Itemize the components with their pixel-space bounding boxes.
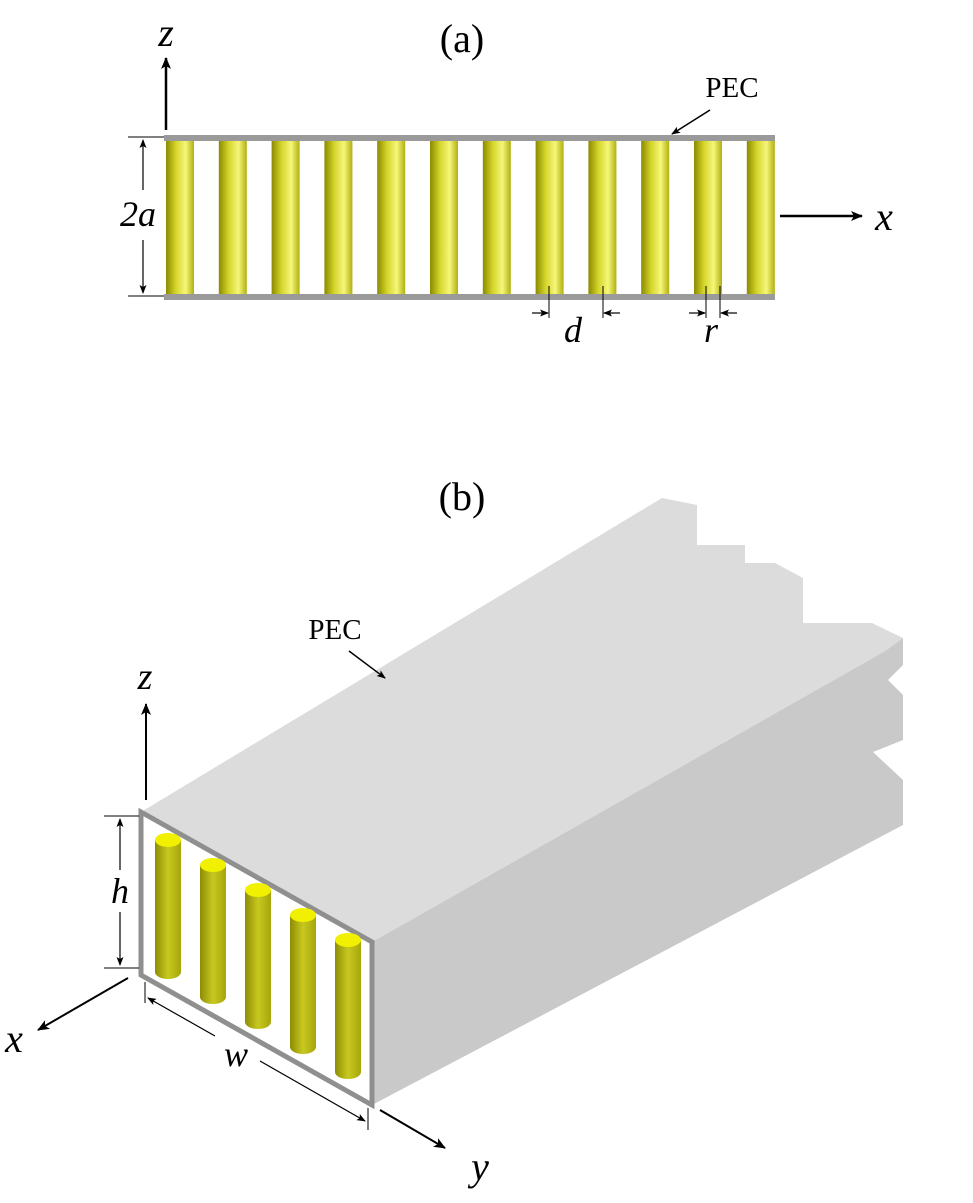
- cylinder-top: [155, 833, 181, 847]
- dim-w-label: w: [224, 1034, 248, 1074]
- cylinder-body: [290, 915, 316, 1054]
- dim-2a-label-bg: [116, 194, 164, 234]
- cylinder-rod-2: [200, 858, 226, 1004]
- x-axis-label-b: x: [4, 1016, 23, 1061]
- rod-12: [746, 140, 775, 295]
- pec-label-b: PEC: [308, 614, 361, 646]
- cylinder-body: [335, 940, 361, 1079]
- y-axis-arrow-b: [379, 1109, 446, 1149]
- cylinder-body: [200, 865, 226, 1004]
- rod-10: [641, 140, 670, 295]
- dim-w-left-arrow: [147, 997, 216, 1037]
- pec-pointer-a: [671, 109, 711, 135]
- pec-top-plate: [164, 135, 775, 141]
- cylinder-top: [335, 933, 361, 947]
- cylinder-top: [290, 908, 316, 922]
- rod-11: [694, 140, 722, 295]
- pec-bottom-plate: [164, 294, 775, 300]
- rod-4: [324, 140, 353, 295]
- rod-5: [377, 140, 406, 295]
- rod-array: [166, 140, 775, 295]
- dim-2a-label: 2a: [120, 194, 156, 234]
- z-axis-label-b: z: [137, 656, 153, 698]
- panel-b: (b) PEC z x y h w: [4, 474, 903, 1189]
- rod-3: [271, 140, 300, 295]
- dim-r-label: r: [704, 310, 719, 350]
- rod-6: [430, 140, 458, 295]
- z-axis-label: z: [157, 10, 174, 55]
- dim-h-label: h: [111, 871, 129, 911]
- waveguide-side-face: [372, 638, 903, 1105]
- x-axis-label: x: [874, 194, 893, 239]
- dim-d-label: d: [564, 310, 583, 350]
- rod-array-3d: [155, 833, 361, 1079]
- y-axis-label-b: y: [467, 1144, 489, 1189]
- rod-2: [218, 140, 247, 295]
- x-axis-arrow-b: [37, 977, 129, 1031]
- dim-w-right-arrow: [259, 1060, 366, 1122]
- panel-a: (a) z x PEC 2a d r: [116, 10, 893, 350]
- panel-b-label: (b): [439, 474, 486, 519]
- pec-label-a: PEC: [705, 72, 758, 104]
- rod-7: [482, 140, 511, 295]
- panel-a-label: (a): [440, 16, 484, 61]
- rod-8: [535, 140, 564, 295]
- cylinder-rod-5: [335, 933, 361, 1079]
- cylinder-body: [245, 890, 271, 1029]
- cylinder-rod-1: [155, 833, 181, 979]
- pec-pointer-b: [348, 650, 386, 679]
- rod-9: [588, 140, 617, 295]
- rod-1: [166, 140, 194, 295]
- cylinder-top: [245, 883, 271, 897]
- cylinder-rod-4: [290, 908, 316, 1054]
- waveguide-top-face: [141, 498, 903, 942]
- cylinder-top: [200, 858, 226, 872]
- cylinder-rod-3: [245, 883, 271, 1029]
- cylinder-body: [155, 840, 181, 979]
